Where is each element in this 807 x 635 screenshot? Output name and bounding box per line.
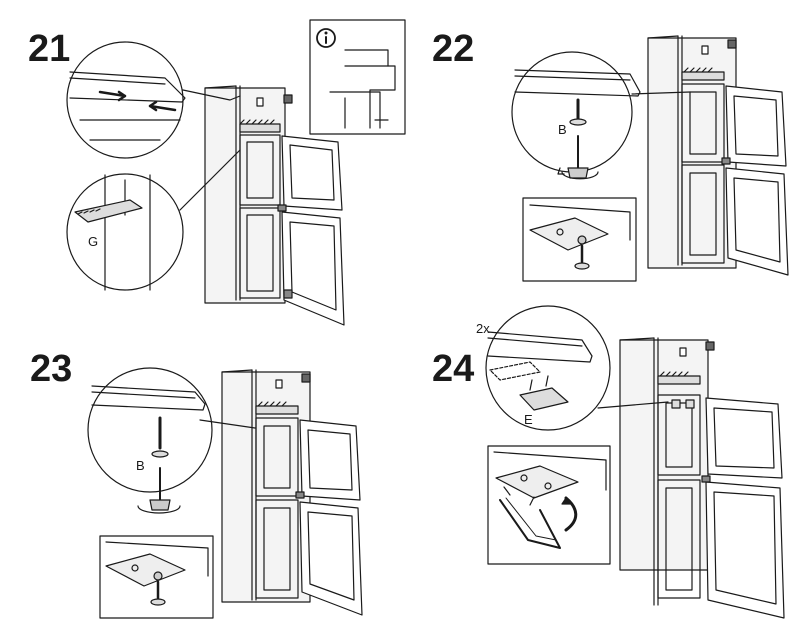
step-number-21: 21 — [28, 28, 71, 70]
step-number-24: 24 — [432, 348, 475, 390]
zoom-detail-screw: B — [511, 51, 691, 180]
rotate-arrow-icon — [564, 496, 578, 532]
cabinet — [221, 369, 363, 616]
appliance-doors — [239, 94, 345, 326]
zoom-detail-screw: B — [87, 367, 256, 514]
step-number-23: 23 — [30, 348, 73, 390]
cabinet — [204, 85, 286, 304]
label-b: B — [558, 122, 567, 137]
label-quantity: 2x — [476, 321, 490, 336]
step-22-illustration: B — [511, 35, 789, 282]
step-number-22: 22 — [432, 28, 475, 70]
detail-box-mount — [99, 535, 214, 619]
detail-box-clip — [487, 445, 611, 565]
zoom-detail-bracket: G — [66, 149, 241, 291]
zoom-detail-bracket-e: 2x E — [476, 305, 669, 431]
step-24-illustration: 2x E — [476, 305, 785, 619]
rotate-arrow-icon — [137, 505, 181, 514]
zoom-detail-top — [66, 41, 241, 159]
info-box — [309, 19, 406, 135]
step-23-illustration: B — [87, 367, 363, 619]
step-21-illustration: G — [66, 19, 406, 326]
label-e: E — [524, 412, 533, 427]
detail-box-mount — [522, 197, 637, 282]
label-g: G — [88, 234, 98, 249]
label-b: B — [136, 458, 145, 473]
cabinet — [647, 35, 789, 276]
cabinet — [619, 337, 785, 619]
